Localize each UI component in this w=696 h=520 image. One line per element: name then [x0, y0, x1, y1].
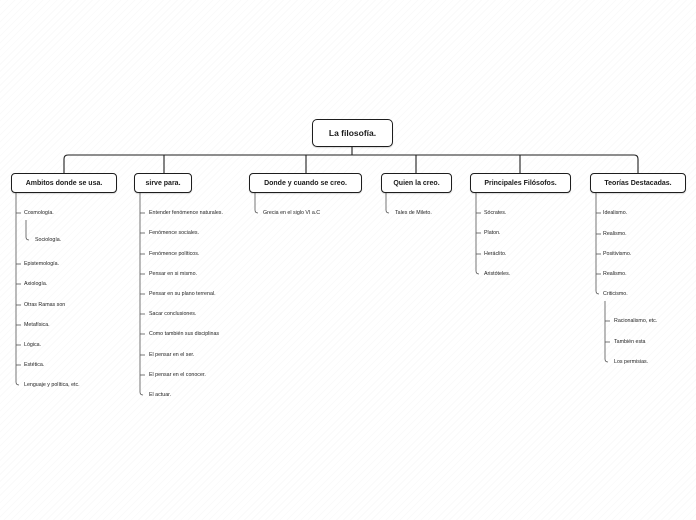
leaf-node[interactable]: Pensar en si mismo.: [149, 271, 197, 277]
root-label: La filosofía.: [328, 128, 377, 138]
leaf-node[interactable]: El pensar en el ser.: [149, 352, 195, 358]
leaf-node[interactable]: Heráclito.: [484, 251, 507, 257]
leaf-node[interactable]: Lógica.: [24, 342, 42, 348]
leaf-node[interactable]: Fenómence políticos.: [149, 251, 200, 257]
branch-quien[interactable]: Quien la creo.: [381, 173, 452, 193]
branch-filosofos[interactable]: Principales Filósofos.: [470, 173, 571, 193]
leaf-node[interactable]: Los permisias.: [614, 359, 649, 365]
branch-label: Quien la creo.: [393, 179, 440, 187]
leaf-node[interactable]: Como también sus disciplinas: [149, 331, 220, 337]
connector-line: [139, 193, 144, 396]
leaf-node[interactable]: Criticismo.: [603, 291, 628, 297]
branch-teorias[interactable]: Teorías Destacadas.: [590, 173, 686, 193]
connector-line: [254, 193, 259, 214]
leaf-node[interactable]: Epistemología.: [24, 261, 60, 267]
leaf-node[interactable]: Idealismo.: [603, 210, 628, 216]
connector-line: [63, 154, 69, 173]
branch-label: Teorías Destacadas.: [604, 179, 672, 187]
leaf-node[interactable]: Sacar conclusiones.: [149, 311, 197, 317]
leaf-node[interactable]: Sócrates.: [484, 210, 507, 216]
connector-line: [604, 301, 609, 363]
branch-sirve-para[interactable]: sirve para.: [134, 173, 192, 193]
leaf-node[interactable]: Aristóteles.: [484, 271, 511, 277]
connector-line: [633, 154, 639, 173]
branch-label: Ambitos donde se usa.: [25, 179, 103, 187]
leaf-node[interactable]: Fenómence sociales.: [149, 230, 200, 236]
leaf-node[interactable]: Sociología.: [35, 237, 62, 243]
connector-line: [475, 193, 480, 275]
connector-line: [25, 220, 30, 241]
leaf-node[interactable]: Realismo.: [603, 271, 627, 277]
branch-label: Donde y cuando se creo.: [264, 179, 347, 187]
leaf-node[interactable]: También esta: [614, 339, 646, 345]
leaf-node[interactable]: Grecia en el siglo VI a.C: [263, 210, 321, 216]
leaf-node[interactable]: Platon.: [484, 230, 501, 236]
leaf-node[interactable]: Entender fenómence naturales.: [149, 210, 223, 216]
leaf-node[interactable]: Positivismo.: [603, 251, 632, 257]
leaf-node[interactable]: Axiología.: [24, 281, 48, 287]
leaf-node[interactable]: El actuar.: [149, 392, 172, 398]
leaf-node[interactable]: Cosmología.: [24, 210, 54, 216]
connector-line: [15, 193, 20, 386]
branch-ambitos[interactable]: Ambitos donde se usa.: [11, 173, 117, 193]
leaf-node[interactable]: Lenguaje y política, etc.: [24, 382, 80, 388]
leaf-node[interactable]: Tales de Mileto.: [395, 210, 432, 216]
branch-donde-cuando[interactable]: Donde y cuando se creo.: [249, 173, 362, 193]
root-node[interactable]: La filosofía.: [312, 119, 393, 147]
leaf-node[interactable]: El pensar en el conocer.: [149, 372, 206, 378]
leaf-node[interactable]: Otras Ramas son: [24, 302, 66, 308]
leaf-node[interactable]: Pensar en su plano terrenal.: [149, 291, 216, 297]
connector-line: [595, 193, 600, 295]
leaf-node[interactable]: Racionalismo, etc.: [614, 318, 658, 324]
connector-line: [385, 193, 390, 214]
branch-label: Principales Filósofos.: [484, 179, 557, 187]
leaf-node[interactable]: Realismo.: [603, 231, 627, 237]
branch-label: sirve para.: [145, 179, 181, 187]
leaf-node[interactable]: Estética.: [24, 362, 45, 368]
leaf-node[interactable]: Metafísica.: [24, 322, 50, 328]
